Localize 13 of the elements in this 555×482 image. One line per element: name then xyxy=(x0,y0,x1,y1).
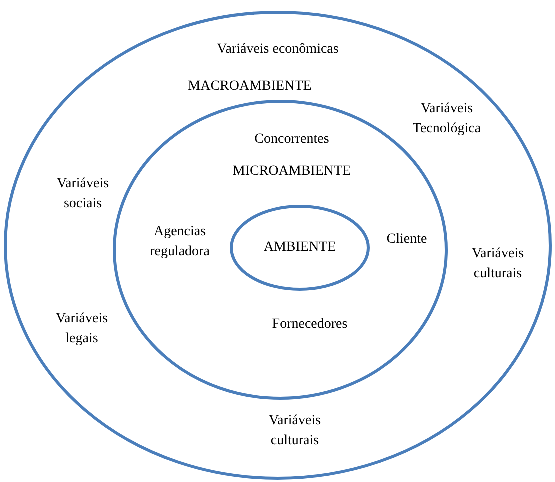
ring-label: Variáveis sociais xyxy=(56,176,110,214)
ring-label: Variáveis culturais xyxy=(268,412,322,451)
ring-label: Concorrentes xyxy=(254,130,330,149)
ring-label: Variáveis Tecnológica xyxy=(412,100,482,139)
ring-label: Cliente xyxy=(386,230,428,249)
ring-label: AMBIENTE xyxy=(264,238,336,257)
ring-label: Agencias reguladora xyxy=(149,224,211,262)
ring-label: Fornecedores xyxy=(272,316,348,334)
ring-label: Variáveis econômicas xyxy=(217,40,339,59)
ring-label: MICROAMBIENTE xyxy=(232,162,352,181)
ring-label: Variáveis culturais xyxy=(470,246,526,284)
ring-label: Variáveis legais xyxy=(54,310,110,349)
ring-label: MACROAMBIENTE xyxy=(188,78,312,96)
